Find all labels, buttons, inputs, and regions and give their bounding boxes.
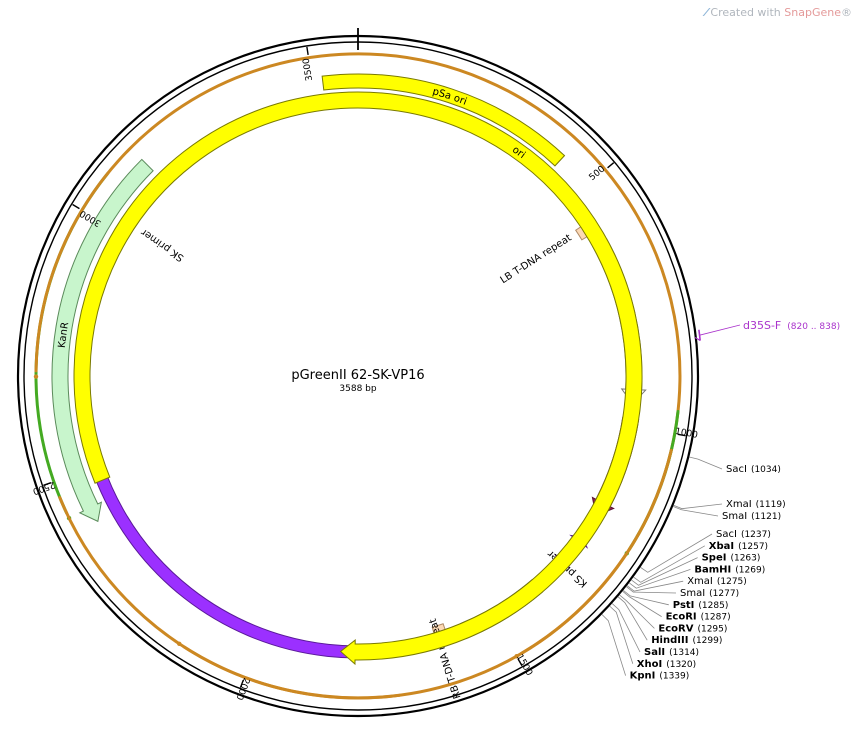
feature-label-sk-primer: SK primer <box>139 226 187 264</box>
restriction-site-sali-1314[interactable]: SalI(1314) <box>644 647 699 658</box>
site-leader-14 <box>609 605 634 664</box>
tick-2000 <box>239 679 244 688</box>
restriction-site-smai-1121[interactable]: SmaI(1121) <box>722 511 781 522</box>
site-leader-9 <box>623 589 669 606</box>
restriction-site-xbai-1257[interactable]: XbaI(1257) <box>709 541 768 552</box>
primer-tick <box>694 337 701 342</box>
orange-ring-left-head <box>33 374 39 379</box>
primer-label[interactable]: d35S-F(820 .. 838) <box>743 319 840 332</box>
site-leader-3 <box>640 533 713 573</box>
restriction-site-ecori-1287[interactable]: EcoRI(1287) <box>666 612 731 623</box>
site-leader-8 <box>625 586 677 594</box>
tick-3000 <box>72 203 80 210</box>
primer-leader <box>699 324 741 336</box>
plasmid-length: 3588 bp <box>339 384 376 394</box>
plasmid-name: pGreenII 62-SK-VP16 <box>291 368 424 383</box>
site-leader-4 <box>633 545 705 583</box>
site-leader-1 <box>673 503 723 510</box>
restriction-site-saci-1237[interactable]: SacI(1237) <box>716 529 771 540</box>
feature-rings-group <box>33 52 682 700</box>
restriction-site-kpni-1339[interactable]: KpnI(1339) <box>630 671 690 682</box>
tick-label-3500: 3500 <box>302 57 315 81</box>
feature-label-lb-t-dna-repeat: LB T-DNA repeat <box>499 233 574 287</box>
tick-label-3000: 3000 <box>78 207 103 228</box>
snapgene-logo-icon: ⁄ <box>705 6 708 19</box>
feature-label-kanr: KanR <box>57 321 71 348</box>
orange-ring-right <box>519 448 673 655</box>
backbone-group <box>16 28 700 718</box>
tick-label-1500: 1500 <box>514 653 534 678</box>
site-leader-12 <box>617 596 648 641</box>
tick-1500 <box>517 658 523 667</box>
orange-ring-bottom-head <box>177 641 182 647</box>
restriction-sites-group: SacI(1034) XmaI(1119)SmaI(1121) SacI(1237)… <box>601 456 786 682</box>
restriction-site-bamhi-1269[interactable]: BamHI(1269) <box>694 564 765 575</box>
green-ring-vp16 <box>628 410 680 551</box>
site-leader-2 <box>672 505 719 517</box>
tick-500 <box>607 162 615 169</box>
orange-ring-right-head <box>514 654 519 659</box>
credit-brand: SnapGene <box>784 6 841 19</box>
tick-2500 <box>43 482 52 486</box>
credit-mark: ® <box>841 6 852 19</box>
snapgene-credit: ⁄Created with SnapGene® <box>706 6 852 19</box>
primer-group: d35S-F(820 .. 838) <box>694 319 840 342</box>
feature-psa-ori[interactable] <box>321 73 566 167</box>
orange-ring-bottom <box>182 645 402 700</box>
restriction-site-xhoi-1320[interactable]: XhoI(1320) <box>637 659 696 670</box>
tick-3500 <box>306 46 309 55</box>
restriction-site-xmai-1119[interactable]: XmaI(1119) <box>726 499 786 510</box>
restriction-site-hindiii-1299[interactable]: HindIII(1299) <box>651 635 722 646</box>
restriction-site-saci-1034[interactable]: SacI(1034) <box>726 464 781 475</box>
restriction-site-xmai-1275[interactable]: XmaI(1275) <box>687 576 747 587</box>
site-leader-7 <box>626 580 684 592</box>
restriction-site-spei-1263[interactable]: SpeI(1263) <box>702 553 761 564</box>
site-leader-5 <box>631 557 698 586</box>
site-leader-6 <box>628 569 691 589</box>
site-leader-11 <box>619 594 655 629</box>
site-leader-0 <box>689 456 723 470</box>
tick-label-1000: 1000 <box>674 427 699 441</box>
tick-1000 <box>677 433 686 437</box>
credit-prefix: Created with <box>710 6 785 19</box>
feature-kanr[interactable] <box>51 158 154 523</box>
site-leader-10 <box>622 590 662 617</box>
restriction-site-ecorv-1295[interactable]: EcoRV(1295) <box>658 623 727 634</box>
feature-ori[interactable] <box>73 91 643 666</box>
restriction-site-psti-1285[interactable]: PstI(1285) <box>673 600 729 611</box>
site-leader-15 <box>601 614 626 676</box>
site-leader-13 <box>611 603 641 653</box>
restriction-site-smai-1277[interactable]: SmaI(1277) <box>680 588 739 599</box>
